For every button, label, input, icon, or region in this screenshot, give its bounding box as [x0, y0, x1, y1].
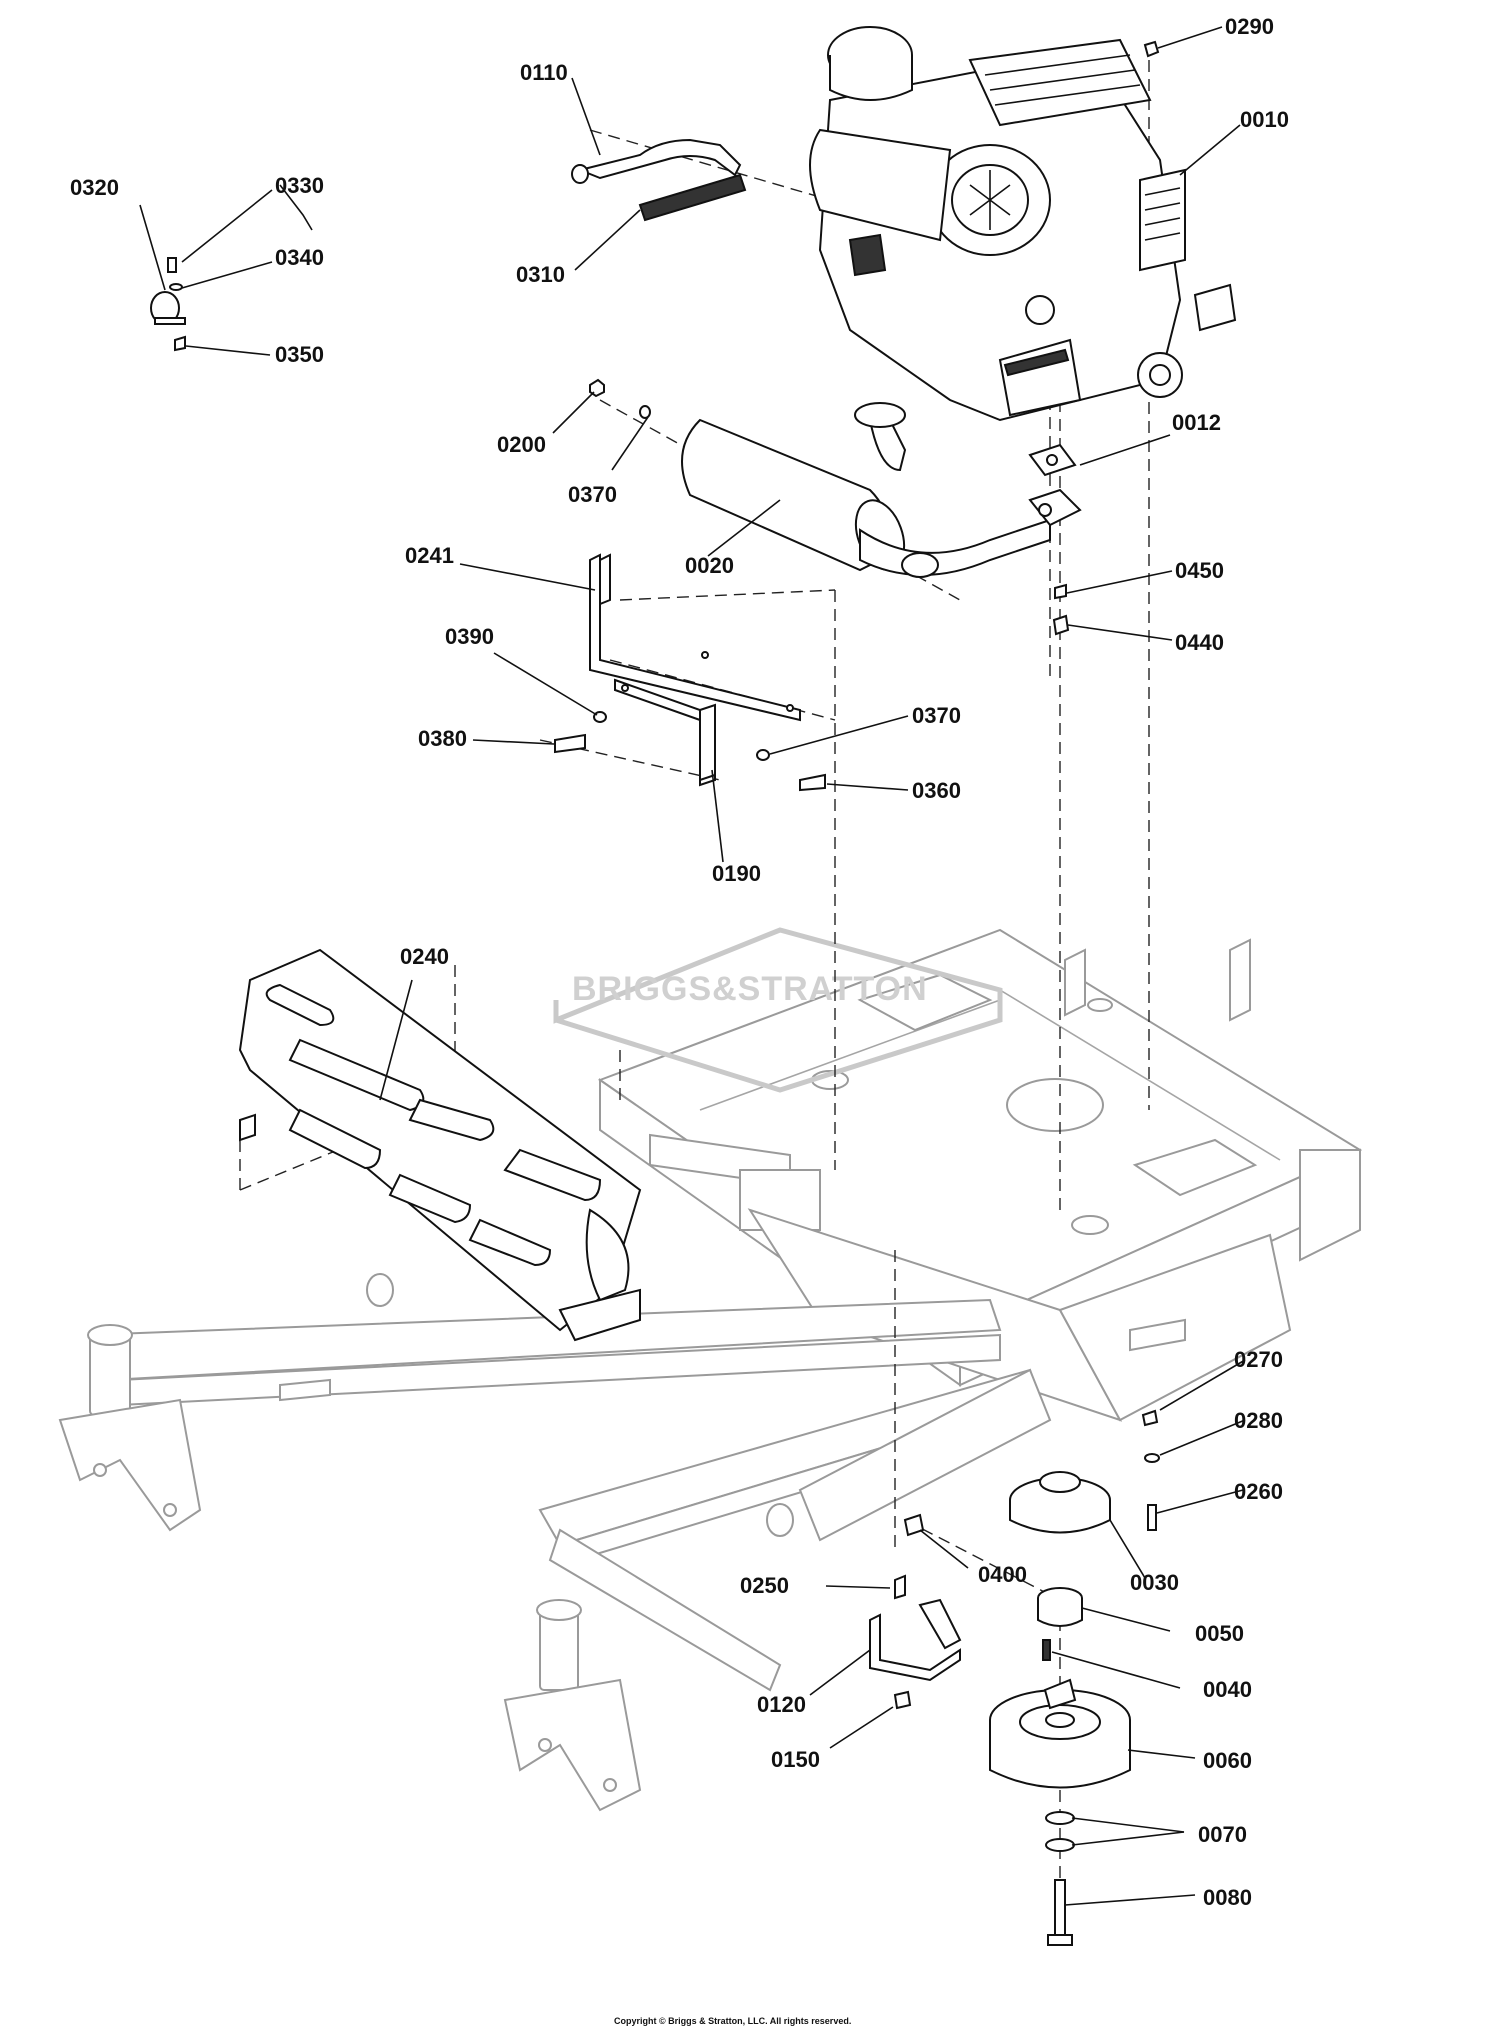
gasket-hole	[1046, 454, 1058, 466]
callout-0060: 0060	[1203, 1748, 1252, 1773]
callout-0241: 0241	[405, 543, 454, 568]
callout-0020: 0020	[685, 553, 734, 578]
callout-0390: 0390	[445, 624, 494, 649]
copyright-notice: Copyright © Briggs & Stratton, LLC. All …	[614, 2016, 851, 2026]
clutch-stop-bracket	[869, 1598, 962, 1682]
brackets	[589, 553, 801, 787]
callout-0320: 0320	[70, 175, 119, 200]
callout-0110: 0110	[520, 60, 568, 85]
chassis-frame	[58, 928, 1363, 1812]
callout-0440: 0440	[1175, 630, 1224, 655]
callout-0080: 0080	[1203, 1885, 1252, 1910]
callout-0360: 0360	[912, 778, 961, 803]
callout-0260: 0260	[1234, 1479, 1283, 1504]
pulley-stack	[989, 1471, 1131, 1946]
callout-0070: 0070	[1198, 1822, 1247, 1847]
callout-0290: 0290	[1225, 14, 1274, 39]
watermark-text: BRIGGS&STRATTON	[572, 970, 928, 1008]
callout-0200: 0200	[497, 432, 546, 457]
breather-tube	[571, 138, 747, 222]
callout-0330: 0330	[275, 173, 324, 198]
callout-0280: 0280	[1234, 1408, 1283, 1433]
callout-0050: 0050	[1195, 1621, 1244, 1646]
callout-0040: 0040	[1203, 1677, 1252, 1702]
heat-shield	[238, 948, 642, 1342]
callout-0190: 0190	[712, 861, 761, 886]
callout-0120: 0120	[757, 1692, 806, 1717]
callout-0310: 0310	[516, 262, 565, 287]
leader-lines	[139, 26, 1246, 1906]
callout-0270: 0270	[1234, 1347, 1283, 1372]
callout-0450: 0450	[1175, 558, 1224, 583]
callout-0380: 0380	[418, 726, 467, 751]
clamp-assembly	[150, 257, 186, 352]
engine	[809, 26, 1237, 422]
callout-0370-upper: 0370	[568, 482, 617, 507]
callout-0240: 0240	[400, 944, 449, 969]
callout-0400: 0400	[978, 1562, 1027, 1587]
callout-0150: 0150	[771, 1747, 820, 1772]
callout-0010: 0010	[1240, 107, 1289, 132]
callout-0012: 0012	[1172, 410, 1221, 435]
callout-labels: 0290 0010 0110 0320 0330 0340 0350 0310 …	[70, 14, 1289, 1910]
callout-0350: 0350	[275, 342, 324, 367]
hardware	[554, 40, 1160, 1710]
callout-0340: 0340	[275, 245, 324, 270]
callout-0030: 0030	[1130, 1570, 1179, 1595]
callout-0370-lower: 0370	[912, 703, 961, 728]
watermark: BRIGGS&STRATTON	[553, 927, 1003, 1093]
callout-0250: 0250	[740, 1573, 789, 1598]
muffler	[681, 402, 1082, 578]
